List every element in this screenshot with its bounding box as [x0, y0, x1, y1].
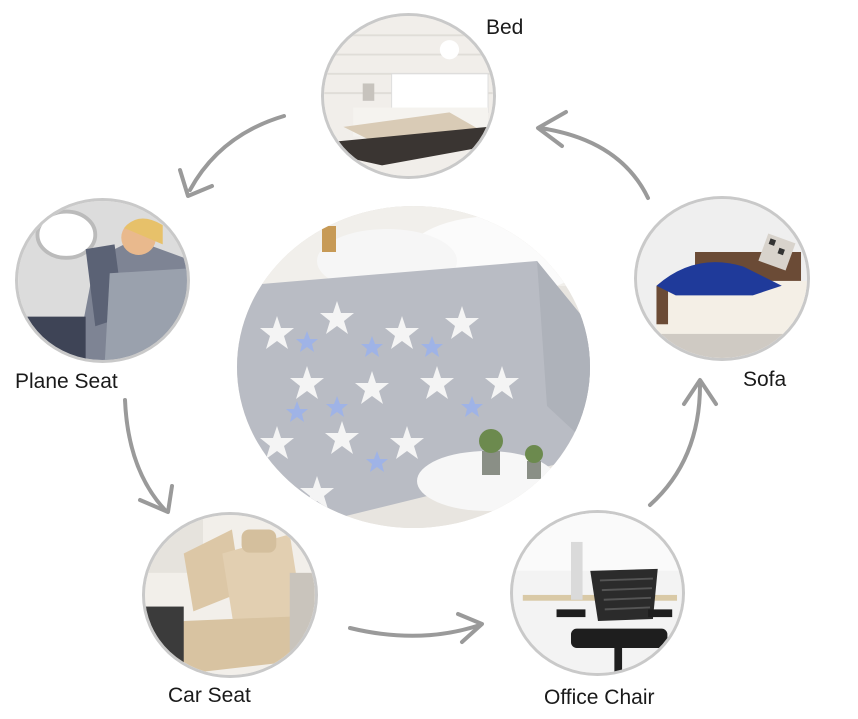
plane-seat-label: Plane Seat: [15, 370, 118, 393]
bed-illustration: [324, 16, 493, 176]
arrow-head-plane-to-car: [138, 484, 174, 514]
sofa-illustration: [637, 199, 807, 358]
car-seat-image: [142, 512, 318, 678]
arrow-head-sofa-to-bed: [536, 110, 568, 148]
glow-star-blanket-illustration: [237, 206, 590, 528]
arrow-bed-to-plane: [188, 114, 286, 192]
sofa-image: [634, 196, 810, 361]
arrow-head-car-to-office: [456, 612, 484, 644]
office-chair-image: [510, 510, 685, 676]
star-pattern: [260, 301, 519, 509]
sofa-label: Sofa: [743, 368, 787, 391]
bed-image: [321, 13, 496, 179]
arrow-head-bed-to-plane: [178, 168, 214, 198]
car-seat-illustration: [145, 515, 315, 675]
arrow-sofa-to-bed: [538, 126, 650, 200]
center-blanket-image: [237, 206, 590, 528]
arrow-head-office-to-sofa: [682, 378, 718, 406]
bed-label: Bed: [486, 16, 524, 39]
star-pattern-blue: [286, 331, 483, 472]
office-chair-label: Office Chair: [544, 686, 655, 709]
arrow-plane-to-car: [123, 398, 167, 512]
plane-seat-image: [15, 198, 190, 363]
car-seat-label: Car Seat: [168, 684, 251, 707]
office-chair-illustration: [513, 513, 682, 673]
plane-seat-illustration: [18, 201, 187, 360]
arrow-office-to-sofa: [648, 383, 702, 507]
arrow-car-to-office: [348, 623, 482, 638]
